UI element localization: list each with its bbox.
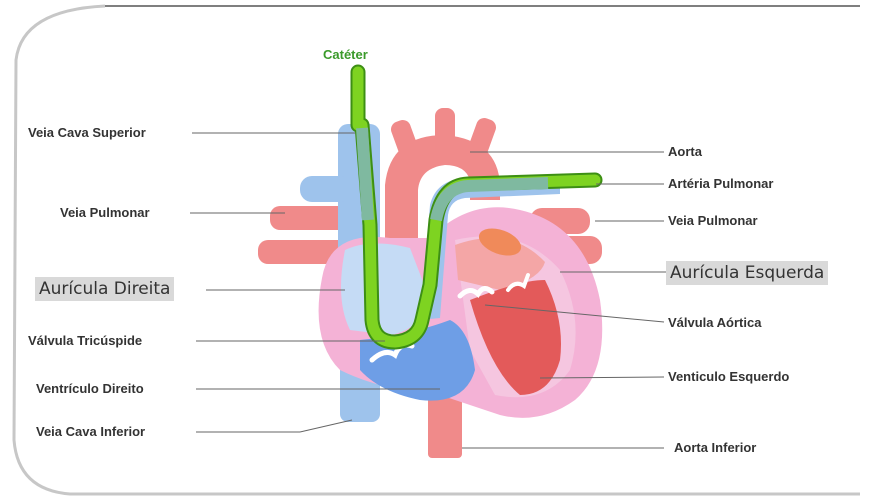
label-ventriculo-direito: Ventrículo Direito (36, 381, 144, 396)
label-auricula-direita: Aurícula Direita (35, 277, 174, 301)
label-veia-pulmonar-right: Veia Pulmonar (668, 213, 758, 228)
label-aorta-inferior: Aorta Inferior (674, 440, 756, 455)
label-auricula-esquerda: Aurícula Esquerda (666, 261, 828, 285)
label-aorta: Aorta (668, 144, 702, 159)
label-veia-cava-inferior: Veia Cava Inferior (36, 424, 145, 439)
label-arteria-pulmonar: Artéria Pulmonar (668, 176, 773, 191)
label-valvula-tricuspide: Válvula Tricúspide (28, 333, 142, 348)
catheter-label: Catéter (323, 47, 368, 62)
label-veia-cava-superior: Veia Cava Superior (28, 125, 146, 140)
label-veia-pulmonar-left: Veia Pulmonar (60, 205, 150, 220)
catheter-inside-vessel (362, 128, 368, 220)
pulmonary-vein-stub (300, 176, 352, 202)
label-ventriculo-esquerdo: Venticulo Esquerdo (668, 369, 789, 384)
label-valvula-aortica: Válvula Aórtica (668, 315, 761, 330)
